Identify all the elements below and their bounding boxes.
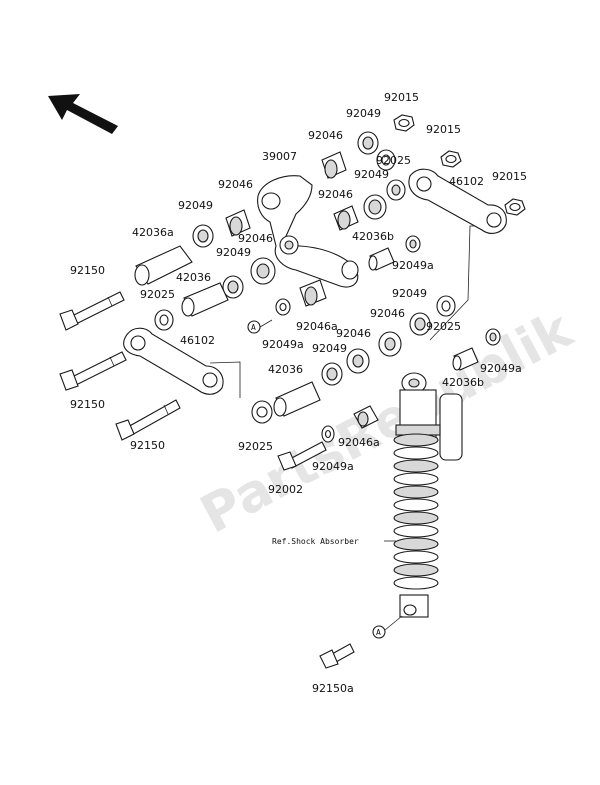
label-46102-left: 46102 [180, 334, 215, 347]
washer-92025-top [376, 149, 396, 171]
rod-46102-left [123, 327, 224, 395]
label-92150a: 92150a [312, 682, 354, 695]
label-92049-f: 92049 [392, 287, 427, 300]
label-42036-mid: 42036 [176, 271, 211, 284]
bearing-92046-mid [250, 257, 276, 285]
collar-42036-low [273, 381, 321, 417]
label-92015-top: 92015 [384, 91, 419, 104]
spring-coil [393, 472, 439, 486]
label-92015-mid: 92015 [426, 123, 461, 136]
nut-92015-top [393, 114, 415, 132]
label-92150-mid: 92150 [70, 398, 105, 411]
washer-92025-low [251, 400, 273, 424]
seal-92049-top [357, 131, 379, 155]
label-92015-right: 92015 [492, 170, 527, 183]
label-92046-top: 92046 [308, 129, 343, 142]
label-92025-low: 92025 [238, 440, 273, 453]
bolt-92150-top [59, 291, 125, 331]
callout-a-left: A [247, 319, 273, 334]
label-42036b-top: 42036b [352, 230, 394, 243]
bearing-92046-top [321, 151, 347, 179]
collar-42036-mid [181, 282, 229, 317]
label-92046-c: 92046 [218, 178, 253, 191]
label-92025-left: 92025 [140, 288, 175, 301]
callout-letter: A [376, 628, 381, 637]
seal-92049-left [192, 224, 214, 248]
label-92046-left: 92046 [318, 188, 353, 201]
nut-92015-mid [440, 150, 462, 168]
label-42036a: 42036a [132, 226, 174, 239]
link-39007 [257, 175, 359, 288]
bearing-92046-e [299, 279, 327, 307]
bolt-92002 [277, 441, 327, 471]
seal-92049-g [409, 312, 431, 336]
label-92049-top: 92049 [346, 107, 381, 120]
washer-92046a-top [275, 298, 291, 316]
label-92049-b: 92049 [354, 168, 389, 181]
bearing-92046-left [225, 209, 251, 237]
label-39007: 39007 [262, 150, 297, 163]
spring-coil [393, 563, 439, 577]
bearing-92046-d [333, 205, 359, 231]
spring-coil [393, 485, 439, 499]
label-92046-d: 92046 [238, 232, 273, 245]
seal-92049-b [386, 179, 406, 201]
label-92046a-low: 92046a [338, 436, 380, 449]
rod-46102-top [408, 168, 507, 234]
nut-92015-right [504, 198, 526, 216]
washer-92025-left [154, 309, 174, 331]
shock-absorber [393, 372, 463, 618]
spring-coil [393, 537, 439, 551]
seal-92049-h [321, 362, 343, 386]
spring-coil [393, 576, 439, 590]
label-92046-h: 92046 [336, 327, 371, 340]
label-92025-top: 92025 [376, 154, 411, 167]
bearing-92046-h [378, 331, 402, 357]
label-92150-top: 92150 [70, 264, 105, 277]
label-92049a-right: 92049a [480, 362, 522, 375]
direction-arrow-icon [48, 94, 118, 134]
seal-92049-e [222, 275, 244, 299]
spring-coil [393, 498, 439, 512]
label-92150-low: 92150 [130, 439, 165, 452]
seal-92049a-top [405, 235, 421, 253]
label-92025-right: 92025 [426, 320, 461, 333]
callout-letter: A [251, 323, 256, 332]
label-46102-top: 46102 [449, 175, 484, 188]
spring-coil [393, 459, 439, 473]
spring-coil [393, 446, 439, 460]
label-92049a-top: 92049a [392, 259, 434, 272]
collar-42036a [134, 245, 193, 286]
label-92049-g: 92049 [312, 342, 347, 355]
label-92049a-left: 92049a [262, 338, 304, 351]
callout-a-bottom: A [372, 615, 403, 639]
spring-coil [393, 550, 439, 564]
bolt-92150-mid [59, 351, 127, 391]
label-92049-e: 92049 [216, 246, 251, 259]
bearing-92046-c [363, 194, 387, 220]
label-92049-left: 92049 [178, 199, 213, 212]
spacer-92046a-low [353, 405, 379, 429]
bolt-92150-low [115, 399, 181, 441]
bearing-92046-i [346, 348, 370, 374]
collar-42036b-top [368, 247, 395, 271]
spring-coil [393, 433, 439, 447]
washer-92049a-low [321, 425, 335, 443]
seal-92049a-right [485, 328, 501, 346]
collar-42036b-low [452, 347, 479, 371]
ref-shock-absorber: Ref.Shock Absorber [272, 537, 359, 546]
label-92002: 92002 [268, 483, 303, 496]
label-42036b-low: 42036b [442, 376, 484, 389]
spring-coil [393, 511, 439, 525]
spring-coil [393, 524, 439, 538]
label-92049a-low: 92049a [312, 460, 354, 473]
label-42036-low: 42036 [268, 363, 303, 376]
label-92046a-top: 92046a [296, 320, 338, 333]
bolt-92150a [319, 643, 355, 669]
washer-92025-right [436, 295, 456, 317]
label-92046-g: 92046 [370, 307, 405, 320]
